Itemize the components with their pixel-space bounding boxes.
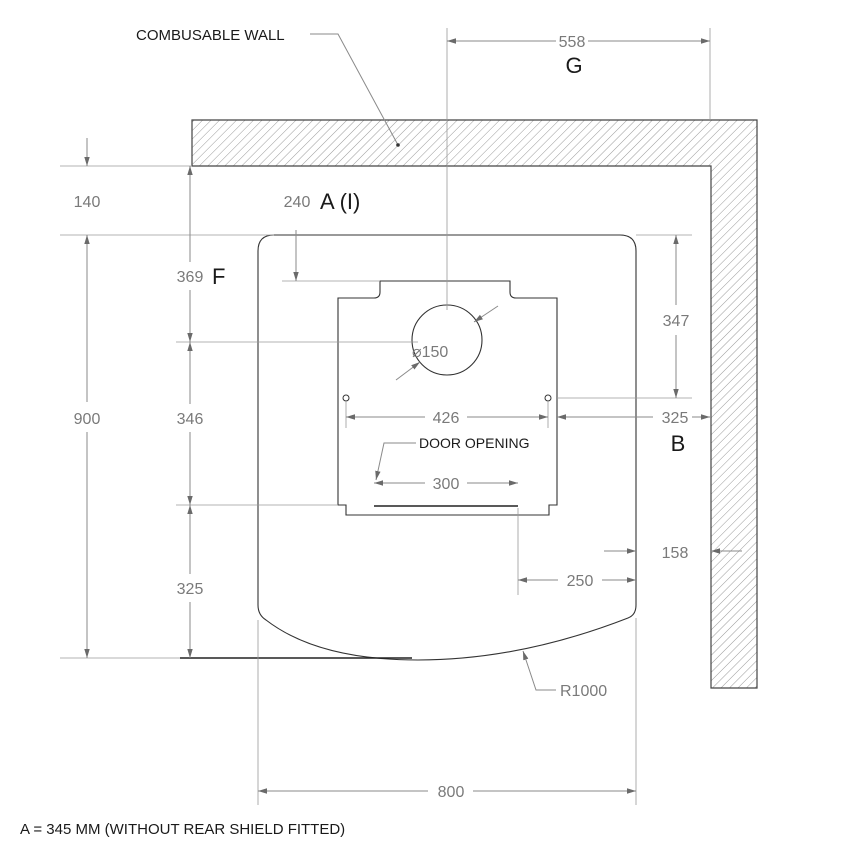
label-f: F	[212, 264, 225, 289]
door-opening-label: DOOR OPENING	[419, 435, 529, 451]
dim-426: 426	[433, 410, 460, 427]
flue-outlet	[411, 304, 483, 376]
diameter-label: ⌀150	[412, 344, 448, 361]
fixing-hole-right	[544, 394, 552, 402]
dim-325-left: 325	[177, 581, 204, 598]
dim-800: 800	[438, 784, 465, 801]
fixing-hole-left	[342, 394, 350, 402]
dim-347: 347	[663, 313, 690, 330]
combustible-wall	[191, 119, 758, 689]
label-a-i: A (I)	[320, 189, 360, 214]
dim-250: 250	[567, 573, 594, 590]
dim-558: 558	[559, 34, 586, 51]
stove-body	[337, 280, 558, 516]
hearth-outline	[257, 234, 637, 661]
dim-325-right: 325	[662, 410, 689, 427]
radius-label: R1000	[560, 683, 607, 700]
dim-900: 900	[74, 411, 101, 428]
dim-346: 346	[177, 411, 204, 428]
dim-140: 140	[74, 194, 101, 211]
dim-369: 369	[177, 269, 204, 286]
dim-158: 158	[662, 545, 689, 562]
wall-label: COMBUSABLE WALL	[136, 27, 285, 44]
dim-240: 240	[284, 194, 311, 211]
label-g: G	[565, 53, 582, 78]
footnote: A = 345 MM (WITHOUT REAR SHIELD FITTED)	[20, 821, 345, 838]
dim-300: 300	[433, 476, 460, 493]
label-b: B	[671, 431, 686, 456]
